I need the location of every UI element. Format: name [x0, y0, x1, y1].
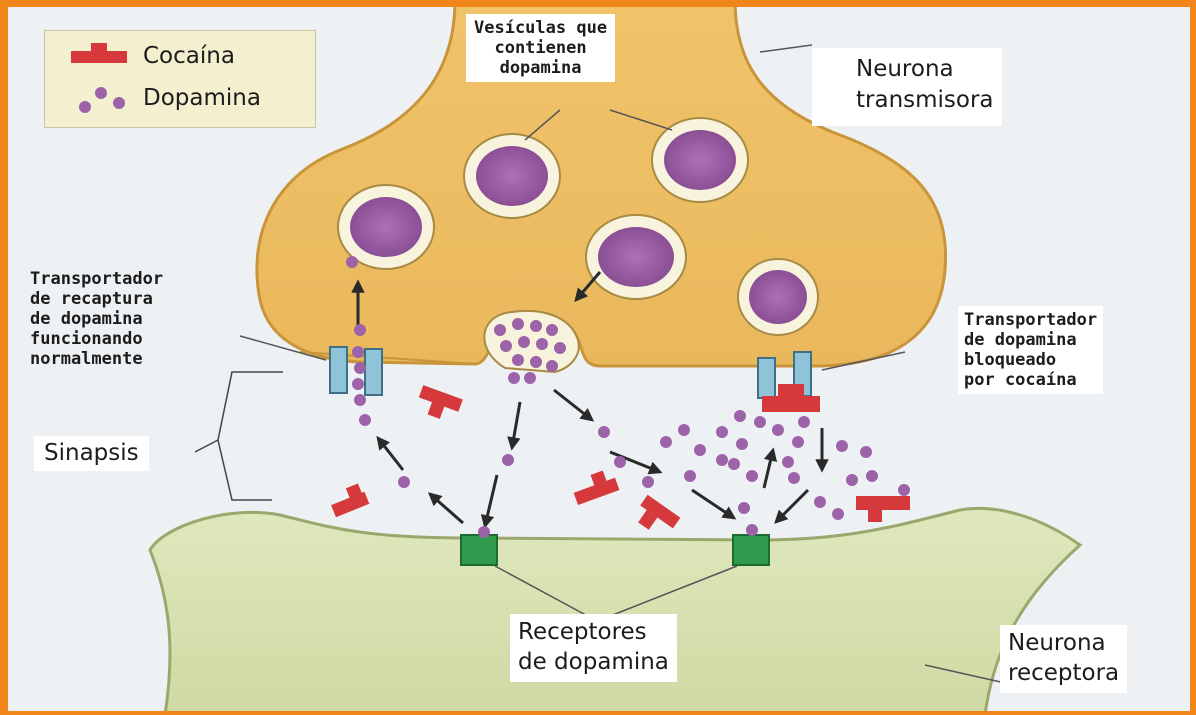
vesicle: [586, 215, 686, 299]
receiver-neuron-label: Neurona receptora: [1000, 625, 1127, 693]
legend-cocaine-label: Cocaína: [143, 43, 235, 69]
blocked-transporter-label: Transportador de dopamina bloqueado por …: [958, 306, 1103, 394]
vesicle: [738, 259, 818, 335]
cocaine-symbol-icon: [61, 37, 151, 77]
vesicle: [652, 118, 748, 202]
synapse-label: Sinapsis: [34, 436, 149, 471]
reuptake-normal-label: Transportador de recaptura de dopamina f…: [26, 267, 167, 371]
legend-dopamine: Dopamina: [45, 81, 315, 121]
receptors-label: Receptores de dopamina: [510, 614, 677, 682]
legend-cocaine: Cocaína: [45, 37, 315, 77]
vesicle: [464, 134, 560, 218]
dopamine-symbol-icon: [61, 81, 151, 121]
legend: Cocaína Dopamina: [44, 30, 316, 128]
legend-dopamine-label: Dopamina: [143, 85, 261, 111]
receiver-neuron: [150, 508, 1080, 715]
transmitter-neuron-label: Neurona transmisora: [812, 48, 1002, 126]
vesicles-label: Vesículas que contienen dopamina: [466, 14, 615, 82]
